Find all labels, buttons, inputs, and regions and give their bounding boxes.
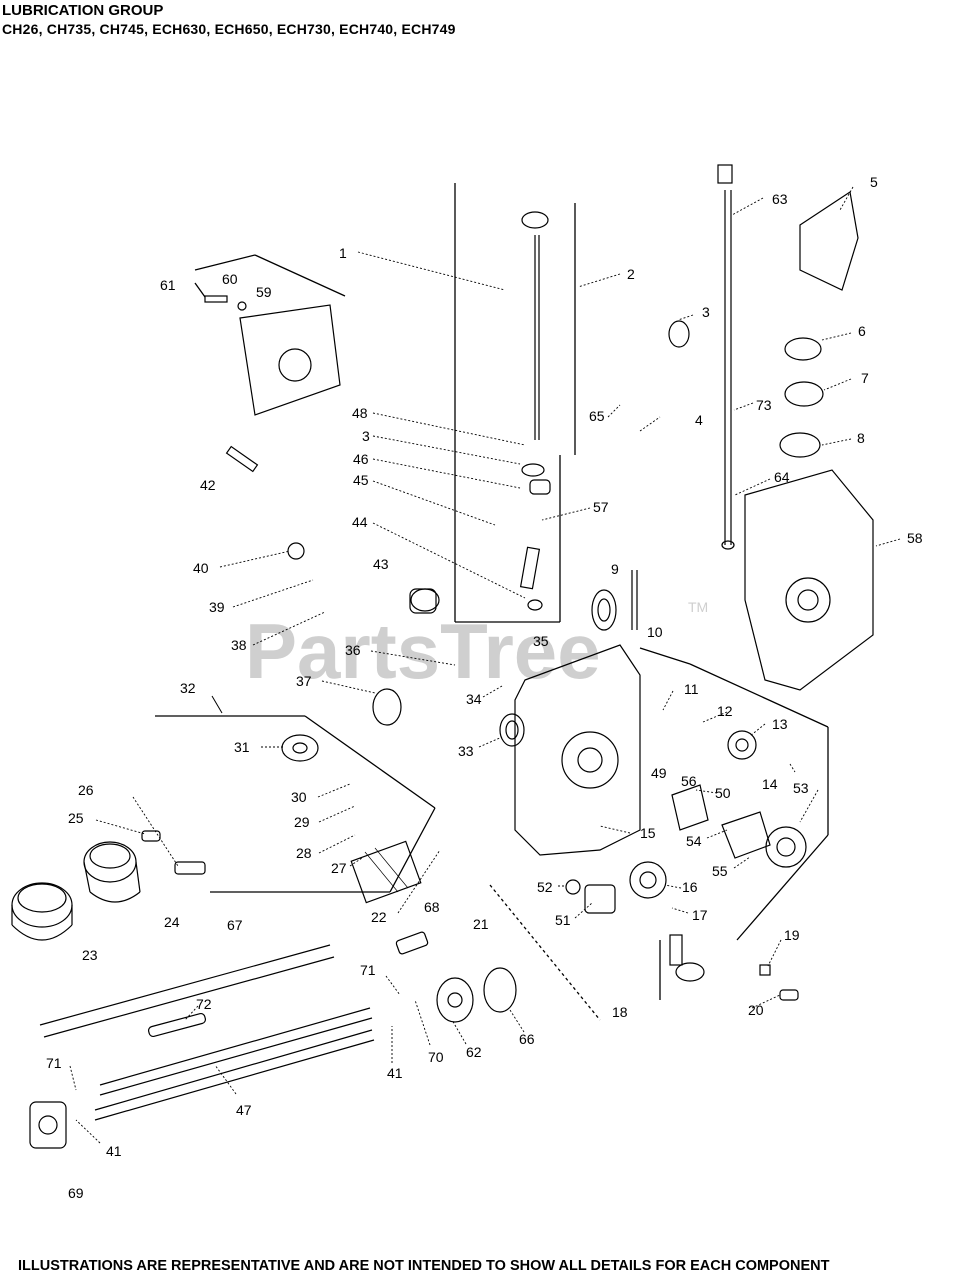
callout-9: 9 (611, 561, 619, 577)
callout-15: 15 (640, 825, 656, 841)
callout-63: 63 (772, 191, 788, 207)
callout-23: 23 (82, 947, 98, 963)
callout-17: 17 (692, 907, 708, 923)
callout-8: 8 (857, 430, 865, 446)
callout-34: 34 (466, 691, 482, 707)
callout-47: 47 (236, 1102, 252, 1118)
callout-24: 24 (164, 914, 180, 930)
callout-31: 31 (234, 739, 250, 755)
callout-72: 72 (196, 996, 212, 1012)
callout-16: 16 (682, 879, 698, 895)
callout-64: 64 (774, 469, 790, 485)
callout-29: 29 (294, 814, 310, 830)
callout-48: 48 (352, 405, 368, 421)
callout-11: 11 (684, 681, 699, 697)
callout-35: 35 (533, 633, 549, 649)
callout-21: 21 (473, 916, 489, 932)
callout-41: 41 (387, 1065, 403, 1081)
callout-40: 40 (193, 560, 209, 576)
callout-1: 1 (339, 245, 347, 261)
callout-30: 30 (291, 789, 307, 805)
callout-2: 2 (627, 266, 635, 282)
callout-46: 46 (353, 451, 369, 467)
callout-67: 67 (227, 917, 243, 933)
callout-65: 65 (589, 408, 605, 424)
callout-14: 14 (762, 776, 778, 792)
callout-50: 50 (715, 785, 731, 801)
callout-54: 54 (686, 833, 702, 849)
callout-41b: 41 (106, 1143, 122, 1159)
footer-disclaimer: ILLUSTRATIONS ARE REPRESENTATIVE AND ARE… (18, 1258, 830, 1274)
callout-69: 69 (68, 1185, 84, 1201)
callout-5: 5 (870, 174, 878, 190)
callout-3b: 3 (362, 428, 370, 444)
callout-43: 43 (373, 556, 389, 572)
callout-51: 51 (555, 912, 571, 928)
model-list: CH26, CH735, CH745, ECH630, ECH650, ECH7… (2, 21, 456, 37)
callout-49: 49 (651, 765, 667, 781)
callout-32: 32 (180, 680, 196, 696)
callout-59: 59 (256, 284, 272, 300)
callout-57: 57 (593, 499, 609, 515)
callout-61: 61 (160, 277, 176, 293)
callout-58: 58 (907, 530, 923, 546)
callout-39: 39 (209, 599, 225, 615)
callout-71: 71 (360, 962, 376, 978)
callout-44: 44 (352, 514, 368, 530)
callout-6: 6 (858, 323, 866, 339)
callout-45: 45 (353, 472, 369, 488)
callout-56: 56 (681, 773, 697, 789)
callout-38: 38 (231, 637, 247, 653)
callout-22: 22 (371, 909, 387, 925)
callout-4: 4 (695, 412, 703, 428)
callout-66: 66 (519, 1031, 535, 1047)
callout-62: 62 (466, 1044, 482, 1060)
callout-33: 33 (458, 743, 474, 759)
callout-73: 73 (756, 397, 772, 413)
callout-70: 70 (428, 1049, 444, 1065)
callout-13: 13 (772, 716, 788, 732)
callout-18: 18 (612, 1004, 628, 1020)
callout-12: 12 (717, 703, 733, 719)
callout-labels: 1 2 3 3 4 5 6 7 8 9 10 11 12 13 14 15 16… (46, 174, 923, 1201)
callout-68: 68 (424, 899, 440, 915)
callout-71b: 71 (46, 1055, 62, 1071)
callout-42: 42 (200, 477, 216, 493)
callout-25: 25 (68, 810, 84, 826)
callout-3: 3 (702, 304, 710, 320)
callout-36: 36 (345, 642, 361, 658)
callout-20: 20 (748, 1002, 764, 1018)
callout-55: 55 (712, 863, 728, 879)
callout-7: 7 (861, 370, 869, 386)
callout-10: 10 (647, 624, 663, 640)
callout-60: 60 (222, 271, 238, 287)
callout-26: 26 (78, 782, 94, 798)
callout-53: 53 (793, 780, 809, 796)
diagram-title: LUBRICATION GROUP (2, 2, 164, 19)
callout-27: 27 (331, 860, 347, 876)
watermark-tm: TM (688, 599, 708, 615)
callout-28: 28 (296, 845, 312, 861)
callout-37: 37 (296, 673, 312, 689)
callout-19: 19 (784, 927, 800, 943)
callout-52: 52 (537, 879, 553, 895)
